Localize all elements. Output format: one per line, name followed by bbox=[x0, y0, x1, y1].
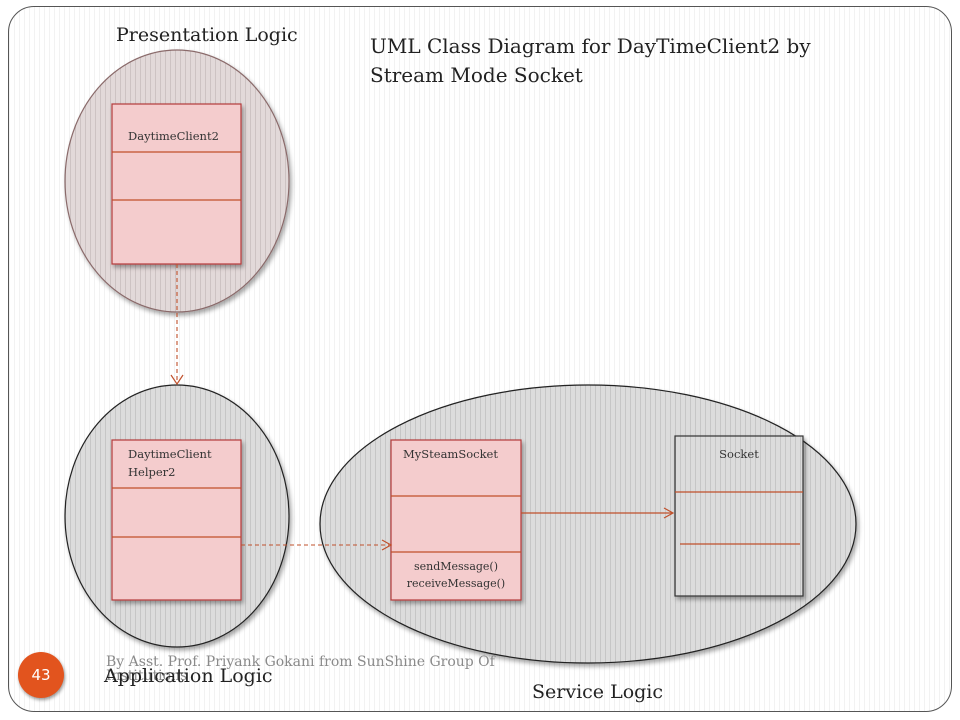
dependency-client-to-helper bbox=[170, 264, 184, 386]
service-logic-label: Service Logic bbox=[532, 681, 664, 703]
slide-title: UML Class Diagram for DayTimeClient2 by … bbox=[370, 34, 811, 87]
page-number-badge: 43 bbox=[18, 652, 64, 698]
class-daytime-client2 bbox=[111, 103, 242, 265]
presentation-logic-label: Presentation Logic bbox=[116, 24, 298, 46]
operation-receive-message: receiveMessage() bbox=[406, 577, 506, 590]
dependency-helper-to-mysteamsocket bbox=[241, 539, 393, 551]
class-name-daytime-client-helper2: DaytimeClient Helper2 bbox=[128, 447, 212, 479]
class-name-socket: Socket bbox=[719, 447, 759, 461]
operation-send-message: sendMessage() bbox=[413, 560, 499, 573]
footer-credit: By Asst. Prof. Priyank Gokani from SunSh… bbox=[106, 654, 495, 684]
class-daytime-client-helper2 bbox=[111, 439, 242, 601]
class-name-daytime-client2: DaytimeClient2 bbox=[128, 129, 219, 143]
class-socket bbox=[674, 435, 804, 597]
class-my-steam-socket bbox=[390, 439, 522, 601]
class-name-my-steam-socket: MySteamSocket bbox=[403, 447, 498, 461]
association-mysteamsocket-to-socket bbox=[521, 507, 675, 519]
application-logic-label: Application Logic bbox=[104, 665, 273, 687]
